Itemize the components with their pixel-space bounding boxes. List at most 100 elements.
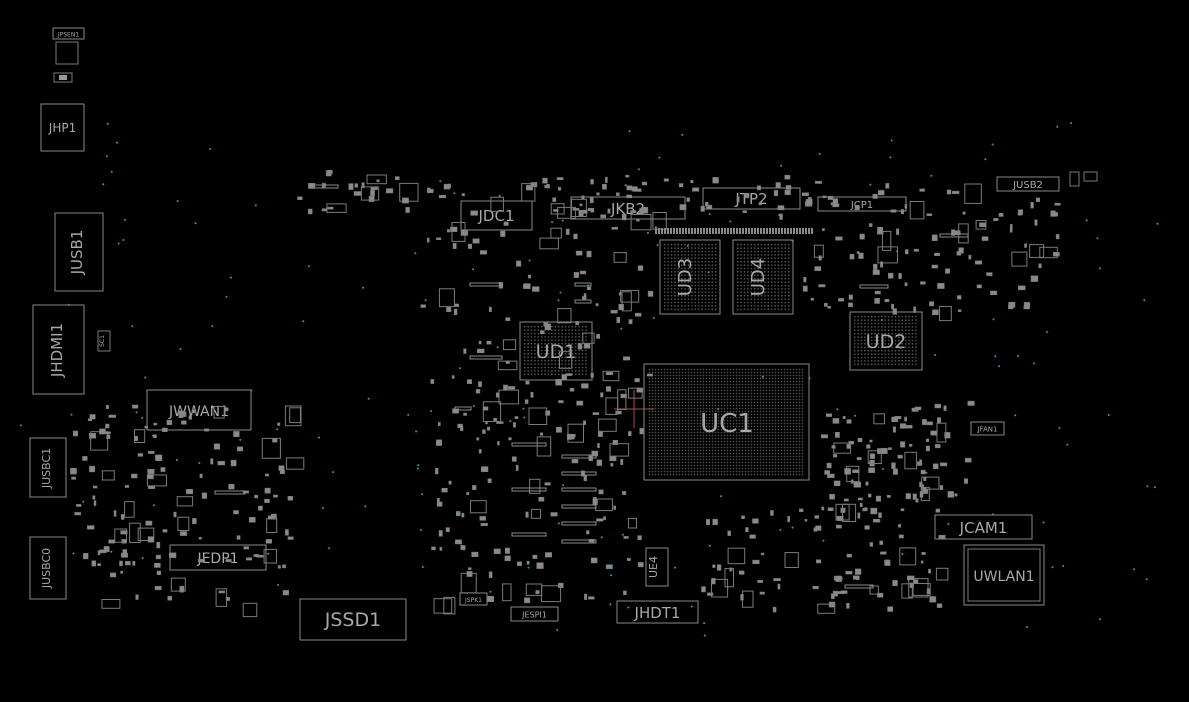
smd-part [878,512,882,518]
bga-pad [660,380,663,383]
bga-pad [705,452,708,455]
component-jdc1[interactable]: JDC1 [460,200,533,231]
bga-pad [717,434,720,437]
bga-pad [735,422,738,425]
smd-part [463,412,467,416]
bga-pad [783,386,786,389]
bga-pad [781,298,783,300]
smd-part [686,197,690,202]
component-jpsen1[interactable]: JPSEN1 [52,27,85,40]
bga-pad [687,288,690,290]
component-jspk1[interactable]: JSPK1 [459,592,488,606]
bga-pad [667,305,669,307]
bga-pad [894,326,897,328]
component-uwlan1[interactable]: UWLAN1 [963,544,1045,606]
bga-pad [675,431,678,434]
component-small[interactable] [1069,171,1080,187]
component-jhdmi1[interactable]: JHDMI1 [32,304,85,395]
bga-pad [697,243,700,246]
bga-pad [672,428,675,431]
component-jusbc0[interactable]: JUSBC0 [29,536,67,600]
bga-pad [693,449,696,452]
component-jusb2[interactable]: JUSB2 [996,176,1060,192]
bga-pad [670,243,673,246]
bga-pad [898,356,900,359]
bga-pad [687,308,690,311]
bga-pad [681,377,684,380]
bga-pad [714,386,717,389]
bga-pad [747,308,749,311]
bga-pad [747,470,750,473]
smd-part [590,372,594,378]
component-jhdt1[interactable]: JHDT1 [616,600,699,624]
bga-pad [747,446,750,449]
bga-pad [684,377,687,380]
smd-part [773,190,779,196]
bga-pad [681,371,684,374]
component-jssd1[interactable]: JSSD1 [299,598,407,641]
component-sc1[interactable]: SC1 [97,330,111,352]
bga-pad [547,346,550,348]
component-small[interactable] [1083,171,1098,182]
smd-part [905,493,911,500]
bga-pad [777,377,780,380]
smd-part [613,252,627,263]
component-jespi1[interactable]: JESPI1 [510,606,559,622]
smd-part [482,401,502,422]
bga-pad [765,410,768,413]
smd-part [457,423,463,428]
bga-pad [795,368,798,371]
bga-pad [732,458,735,461]
component-jwwan1[interactable]: JWWAN1 [146,389,252,431]
component-ue4[interactable]: UE4 [645,547,669,587]
smd-part [831,593,835,600]
bga-pad [551,366,553,369]
component-jcp1[interactable]: JCP1 [817,196,907,212]
component-jcam1[interactable]: JCAM1 [934,514,1033,540]
bga-pad [777,254,780,256]
sensor-footprint[interactable] [55,41,79,65]
bga-pad [705,371,708,374]
bga-pad [674,294,676,297]
component-uc1[interactable]: UC1 [643,363,810,481]
bga-pad [743,284,746,287]
bga-pad [696,368,699,371]
bga-pad [864,363,866,366]
bga-pad [699,383,702,386]
bga-pad [795,446,798,449]
bga-pad [714,464,717,467]
component-ud4[interactable]: UD4 [732,239,794,315]
component-jfan1[interactable]: JFAN1 [970,421,1005,436]
bga-pad [696,422,699,425]
bga-pad [864,356,866,359]
bga-pad [780,419,783,422]
bga-pad [894,319,897,321]
component-ud3[interactable]: UD3 [659,239,721,315]
via [472,405,475,407]
bga-pad [762,461,765,464]
bga-pad [877,360,880,362]
bga-pad [744,407,747,410]
bga-pad [574,329,577,331]
smd-part [511,456,517,462]
bga-pad [877,336,880,338]
component-small[interactable] [53,72,73,83]
bga-pad [759,395,762,398]
bga-pad [680,305,683,307]
component-jusb1[interactable]: JUSB1 [54,212,104,292]
component-ud1[interactable]: UD1 [519,321,593,381]
bga-pad [729,401,732,404]
bga-pad [864,346,866,349]
bga-pad [770,264,773,266]
component-jusbc1[interactable]: JUSBC1 [29,437,67,498]
smd-part [930,430,938,436]
component-jhp1[interactable]: JHP1 [40,103,85,152]
bga-pad [753,284,756,287]
pin [679,228,681,234]
component-ud2[interactable]: UD2 [849,311,923,371]
bga-pad [777,288,780,290]
via [620,327,623,330]
smd-part [385,188,394,194]
